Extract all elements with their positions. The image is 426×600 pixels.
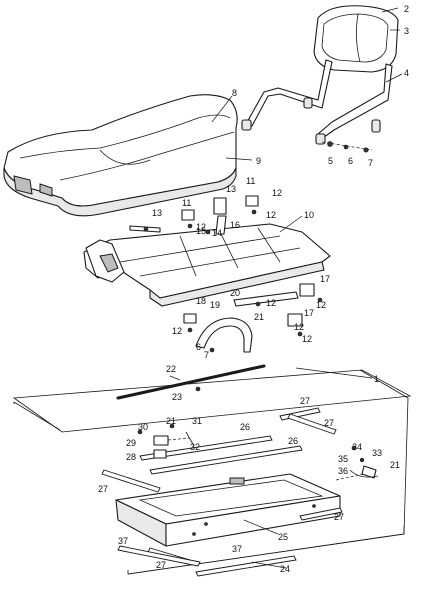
callout-12c: 12: [196, 222, 206, 232]
callout-2: 2: [404, 4, 409, 14]
backrest-hardware: [321, 141, 373, 153]
callout-labels: 2 3 4 5 6 7 8 9 10 11 11 12 12 12 13 13 …: [98, 4, 409, 574]
callout-7b: 7: [204, 350, 209, 360]
callout-12a: 12: [272, 188, 282, 198]
callout-29: 29: [126, 438, 136, 448]
callout-31: 31: [192, 416, 202, 426]
callout-27d: 27: [334, 512, 344, 522]
callout-16: 16: [230, 220, 240, 230]
callout-21b: 21: [166, 416, 176, 426]
callout-12h: 12: [172, 326, 182, 336]
callout-10: 10: [304, 210, 314, 220]
callout-18: 18: [196, 296, 206, 306]
callout-36: 36: [338, 466, 348, 476]
callout-6b: 6: [196, 342, 201, 352]
strap: [116, 364, 266, 400]
callout-15: 15: [196, 226, 206, 236]
callout-8: 8: [232, 88, 237, 98]
callout-12f: 12: [294, 322, 304, 332]
callout-34: 34: [352, 442, 362, 452]
callout-12b: 12: [266, 210, 276, 220]
callout-7: 7: [368, 158, 373, 168]
callout-13a: 13: [152, 208, 162, 218]
seat-cushion: [3, 94, 238, 217]
callout-1: 1: [374, 374, 379, 384]
callout-12d: 12: [316, 300, 326, 310]
callout-25: 25: [278, 532, 288, 542]
callout-32: 32: [190, 442, 200, 452]
callout-24: 24: [280, 564, 290, 574]
callout-17b: 17: [304, 308, 314, 318]
callout-27a: 27: [300, 396, 310, 406]
callout-14: 14: [212, 228, 222, 238]
callout-26b: 26: [288, 436, 298, 446]
callout-3: 3: [404, 26, 409, 36]
grab-handle: [183, 313, 253, 353]
callout-27b: 27: [324, 418, 334, 428]
callout-37a: 37: [118, 536, 128, 546]
backrest-pad: [313, 5, 399, 73]
callout-30: 30: [138, 422, 148, 432]
callout-9: 9: [256, 156, 261, 166]
callout-5: 5: [328, 156, 333, 166]
callout-35: 35: [338, 454, 348, 464]
callout-22: 22: [166, 364, 176, 374]
storage-tray: [115, 473, 341, 547]
callout-6: 6: [348, 156, 353, 166]
callout-21c: 21: [390, 460, 400, 470]
callout-23: 23: [172, 392, 182, 402]
latch-hardware: [137, 423, 379, 481]
callout-28: 28: [126, 452, 136, 462]
callout-27e: 27: [156, 560, 166, 570]
callout-20: 20: [230, 288, 240, 298]
callout-27c: 27: [98, 484, 108, 494]
trim-strips: [101, 407, 343, 577]
callout-11a: 11: [182, 198, 191, 208]
callout-19: 19: [210, 300, 220, 310]
latch-brackets: [129, 195, 259, 235]
callout-12e: 12: [266, 298, 276, 308]
callout-12g: 12: [302, 334, 312, 344]
callout-37b: 37: [232, 544, 242, 554]
assembly-box-upper: [12, 369, 412, 433]
leader-lines: [169, 7, 403, 569]
callout-4: 4: [404, 68, 409, 78]
seat-base: [83, 223, 331, 307]
callout-26a: 26: [240, 422, 250, 432]
callout-21a: 21: [254, 312, 264, 322]
callout-33: 33: [372, 448, 382, 458]
callout-17a: 17: [320, 274, 330, 284]
callout-11b: 11: [246, 176, 255, 186]
rear-brackets: [233, 283, 323, 337]
assembly-box-outline: [13, 369, 409, 575]
callout-13b: 13: [226, 184, 236, 194]
backrest-bracket: [241, 59, 393, 145]
